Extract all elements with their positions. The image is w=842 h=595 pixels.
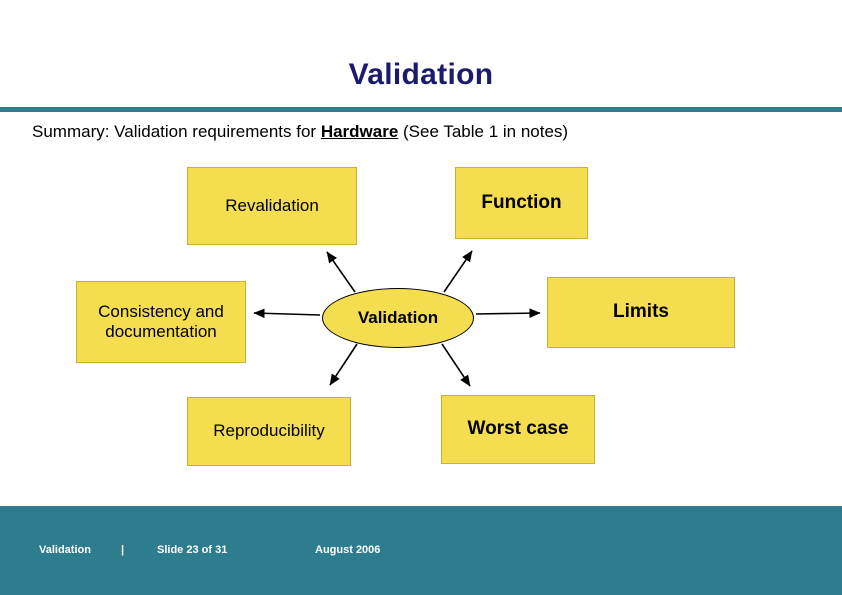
node-validation-center: Validation: [322, 288, 474, 348]
summary-underlined-term: Hardware: [320, 122, 399, 141]
node-worst-case-label: Worst case: [467, 418, 569, 440]
title-divider: [0, 107, 842, 112]
node-function-label: Function: [481, 191, 562, 213]
footer-section: Validation: [39, 544, 91, 556]
node-revalidation: Revalidation: [187, 167, 357, 245]
node-consistency: Consistency and documentation: [76, 281, 246, 363]
node-reproducibility-label: Reproducibility: [213, 421, 325, 441]
summary-prefix: Summary: Validation requirements for: [32, 122, 321, 141]
node-consistency-label: Consistency and documentation: [98, 301, 224, 341]
summary-line: Summary: Validation requirements for Har…: [32, 122, 568, 142]
node-revalidation-label: Revalidation: [225, 195, 319, 215]
footer-slide-number: Slide 23 of 31: [157, 544, 228, 556]
node-limits-label: Limits: [613, 301, 669, 323]
footer-band: [0, 506, 842, 595]
node-reproducibility: Reproducibility: [187, 397, 351, 466]
node-function: Function: [455, 167, 588, 239]
page-title: Validation: [348, 58, 494, 91]
node-worst-case: Worst case: [441, 395, 595, 464]
footer-separator: |: [121, 544, 125, 556]
node-validation-center-label: Validation: [357, 308, 439, 327]
node-limits: Limits: [547, 277, 735, 348]
footer-date: August 2006: [315, 544, 381, 556]
summary-suffix: (See Table 1 in notes): [398, 122, 569, 141]
